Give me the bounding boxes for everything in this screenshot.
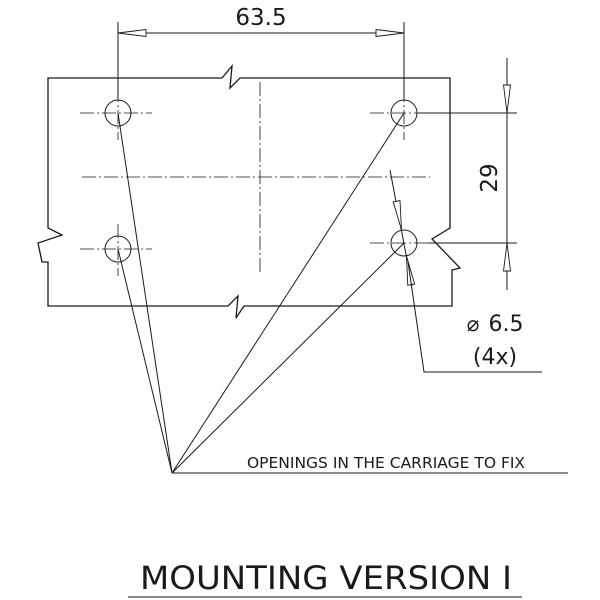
callout-leader — [171, 242, 405, 474]
mounting-hole-bottom-left — [104, 235, 132, 263]
callout-text: OPENINGS IN THE CARRIAGE TO FIX — [247, 454, 525, 472]
dimension-vertical-label: 29 — [477, 163, 503, 192]
mounting-hole-top-right — [390, 99, 418, 127]
callout-leader — [117, 248, 173, 474]
arrowhead — [392, 200, 402, 231]
arrowhead — [117, 28, 147, 38]
mounting-hole-top-left — [104, 99, 132, 127]
callout-leader — [171, 112, 405, 474]
callout-leader — [117, 112, 173, 474]
arrowhead — [502, 84, 512, 114]
diameter-label: 6.5 — [489, 312, 524, 337]
hole-count-label: (4x) — [473, 345, 517, 370]
arrowhead — [502, 242, 512, 272]
mounting-hole-bottom-right — [390, 229, 418, 257]
arrowhead — [375, 28, 405, 38]
carriage-plate-outline — [37, 63, 462, 319]
diameter-leader-line — [407, 261, 542, 373]
diameter-symbol: ⌀ — [467, 312, 480, 336]
drawing-caption: MOUNTING VERSION I — [140, 559, 512, 597]
dimension-horizontal-label: 63.5 — [235, 5, 286, 31]
